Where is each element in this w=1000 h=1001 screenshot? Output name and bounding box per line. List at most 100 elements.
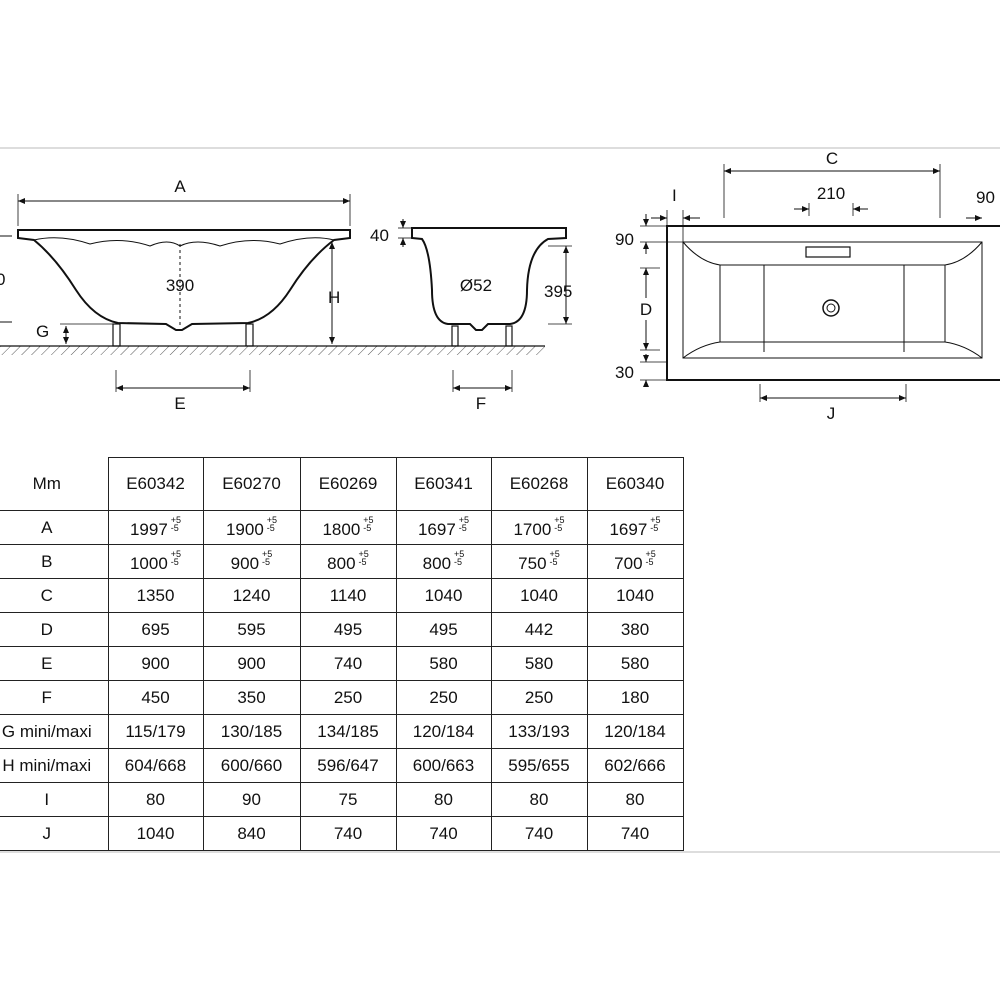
table-cell: 80 <box>490 782 587 817</box>
dimension-f-label: F <box>476 394 486 413</box>
table-cell: 740 <box>586 816 684 851</box>
cell-value: 90 <box>242 789 261 809</box>
table-cell: 80 <box>395 782 491 817</box>
spacing-210-label: 210 <box>817 184 845 203</box>
table-cell: 800+5-5 <box>395 544 491 579</box>
tolerance-plus: +5 <box>645 548 656 559</box>
table-cell: 580 <box>395 646 491 681</box>
tolerance-mark: +5-5 <box>262 548 273 566</box>
cell-value: 1700 <box>513 519 552 539</box>
table-cell: 90 <box>202 782 300 817</box>
table-corner-label: Mm <box>0 457 108 511</box>
table-cell: 1040 <box>586 578 684 613</box>
table-cell: 1140 <box>299 578 396 613</box>
cell-value: 740 <box>429 823 458 843</box>
cell-value: 80 <box>529 789 549 809</box>
cell-value: 604/668 <box>124 755 187 775</box>
tolerance-mark: +5-5 <box>554 515 564 533</box>
model-header: E60268 <box>490 457 587 511</box>
row-label: B <box>0 544 108 579</box>
table-cell: 120/184 <box>586 714 684 749</box>
cell-value: 495 <box>429 619 458 639</box>
end-view: Ø52 40 395 F <box>370 219 572 413</box>
cell-value: 495 <box>333 619 363 639</box>
cell-value: 750 <box>518 553 547 573</box>
tolerance-minus: -5 <box>266 522 275 533</box>
dimension-a-label: A <box>174 177 186 196</box>
cell-value: 75 <box>338 789 358 809</box>
cell-value: 840 <box>237 823 266 843</box>
rim-40-label: 40 <box>370 226 389 245</box>
cell-value: 380 <box>620 619 650 639</box>
table-cell: 600/660 <box>202 748 300 783</box>
table-cell: 900 <box>202 646 300 681</box>
tolerance-minus: -5 <box>554 522 563 533</box>
table-cell: 750+5-5 <box>490 544 587 579</box>
cell-value: 1697 <box>417 519 456 539</box>
tub-side-outline <box>17 229 351 331</box>
cell-value: 595/655 <box>508 755 570 775</box>
table-cell: 700+5-5 <box>586 544 684 579</box>
tolerance-mark: +5-5 <box>359 549 369 566</box>
row-label: J <box>0 816 108 851</box>
table-cell: 595/655 <box>490 748 587 783</box>
dimension-e-label: E <box>174 394 185 413</box>
table-cell: 80 <box>107 782 203 817</box>
tolerance-mark: +5-5 <box>363 514 374 532</box>
cell-value: 600/663 <box>412 755 475 775</box>
row-label: F <box>0 680 108 715</box>
cell-value: 1040 <box>616 585 654 605</box>
tolerance-mark: +5-5 <box>266 515 277 533</box>
cell-value: 602/666 <box>604 755 666 775</box>
table-row: H mini/maxi 604/668 600/660 596/647 600/663 5… <box>0 748 684 783</box>
overflow-icon <box>805 246 851 258</box>
top-view: C 210 I 90 90 D 30 <box>615 149 1000 423</box>
end-leg-right <box>505 325 513 347</box>
cell-value: 596/647 <box>317 755 379 775</box>
cell-value: 450 <box>141 687 170 707</box>
table-cell: 442 <box>490 612 587 647</box>
tolerance-plus: +5 <box>458 514 470 525</box>
tolerance-mark: +5-5 <box>645 548 656 566</box>
cell-value: 595 <box>237 619 266 639</box>
cell-value: 250 <box>429 687 458 707</box>
margin-90-right-label: 90 <box>976 188 995 207</box>
side-view: A 390 H G 0 E <box>0 177 545 413</box>
table-cell: 604/668 <box>107 748 203 783</box>
cell-value: 695 <box>141 619 170 639</box>
tolerance-plus: +5 <box>363 514 374 525</box>
cell-value: 350 <box>237 687 266 707</box>
cell-value: 740 <box>333 823 363 843</box>
cell-value: 250 <box>333 687 363 707</box>
table-cell: 1240 <box>202 578 300 613</box>
table-cell: 1697+5-5 <box>395 510 491 545</box>
tolerance-minus: -5 <box>650 522 659 533</box>
table-cell: 900 <box>107 646 203 681</box>
cell-value: 1350 <box>136 585 175 605</box>
cell-value: 1900 <box>225 519 264 539</box>
drain-diameter-label: Ø52 <box>460 276 492 295</box>
cell-value: 900 <box>230 553 260 573</box>
tolerance-plus: +5 <box>262 548 273 559</box>
cell-value: 1140 <box>329 585 367 605</box>
table-cell: 180 <box>586 680 684 715</box>
tub-end-outline <box>411 227 567 331</box>
tolerance-mark: +5-5 <box>549 548 560 566</box>
cell-value: 80 <box>146 789 165 809</box>
table-cell: 495 <box>299 612 396 647</box>
cell-value: 900 <box>141 653 170 673</box>
row-label: H mini/maxi <box>0 748 108 783</box>
model-header: E60342 <box>107 457 203 511</box>
cell-value: 1800 <box>322 519 361 539</box>
tolerance-minus: -5 <box>170 522 179 533</box>
table-cell: 1350 <box>107 578 203 613</box>
row-label: E <box>0 646 108 681</box>
table-cell: 1900+5-5 <box>202 510 300 545</box>
tolerance-plus: +5 <box>549 548 560 559</box>
